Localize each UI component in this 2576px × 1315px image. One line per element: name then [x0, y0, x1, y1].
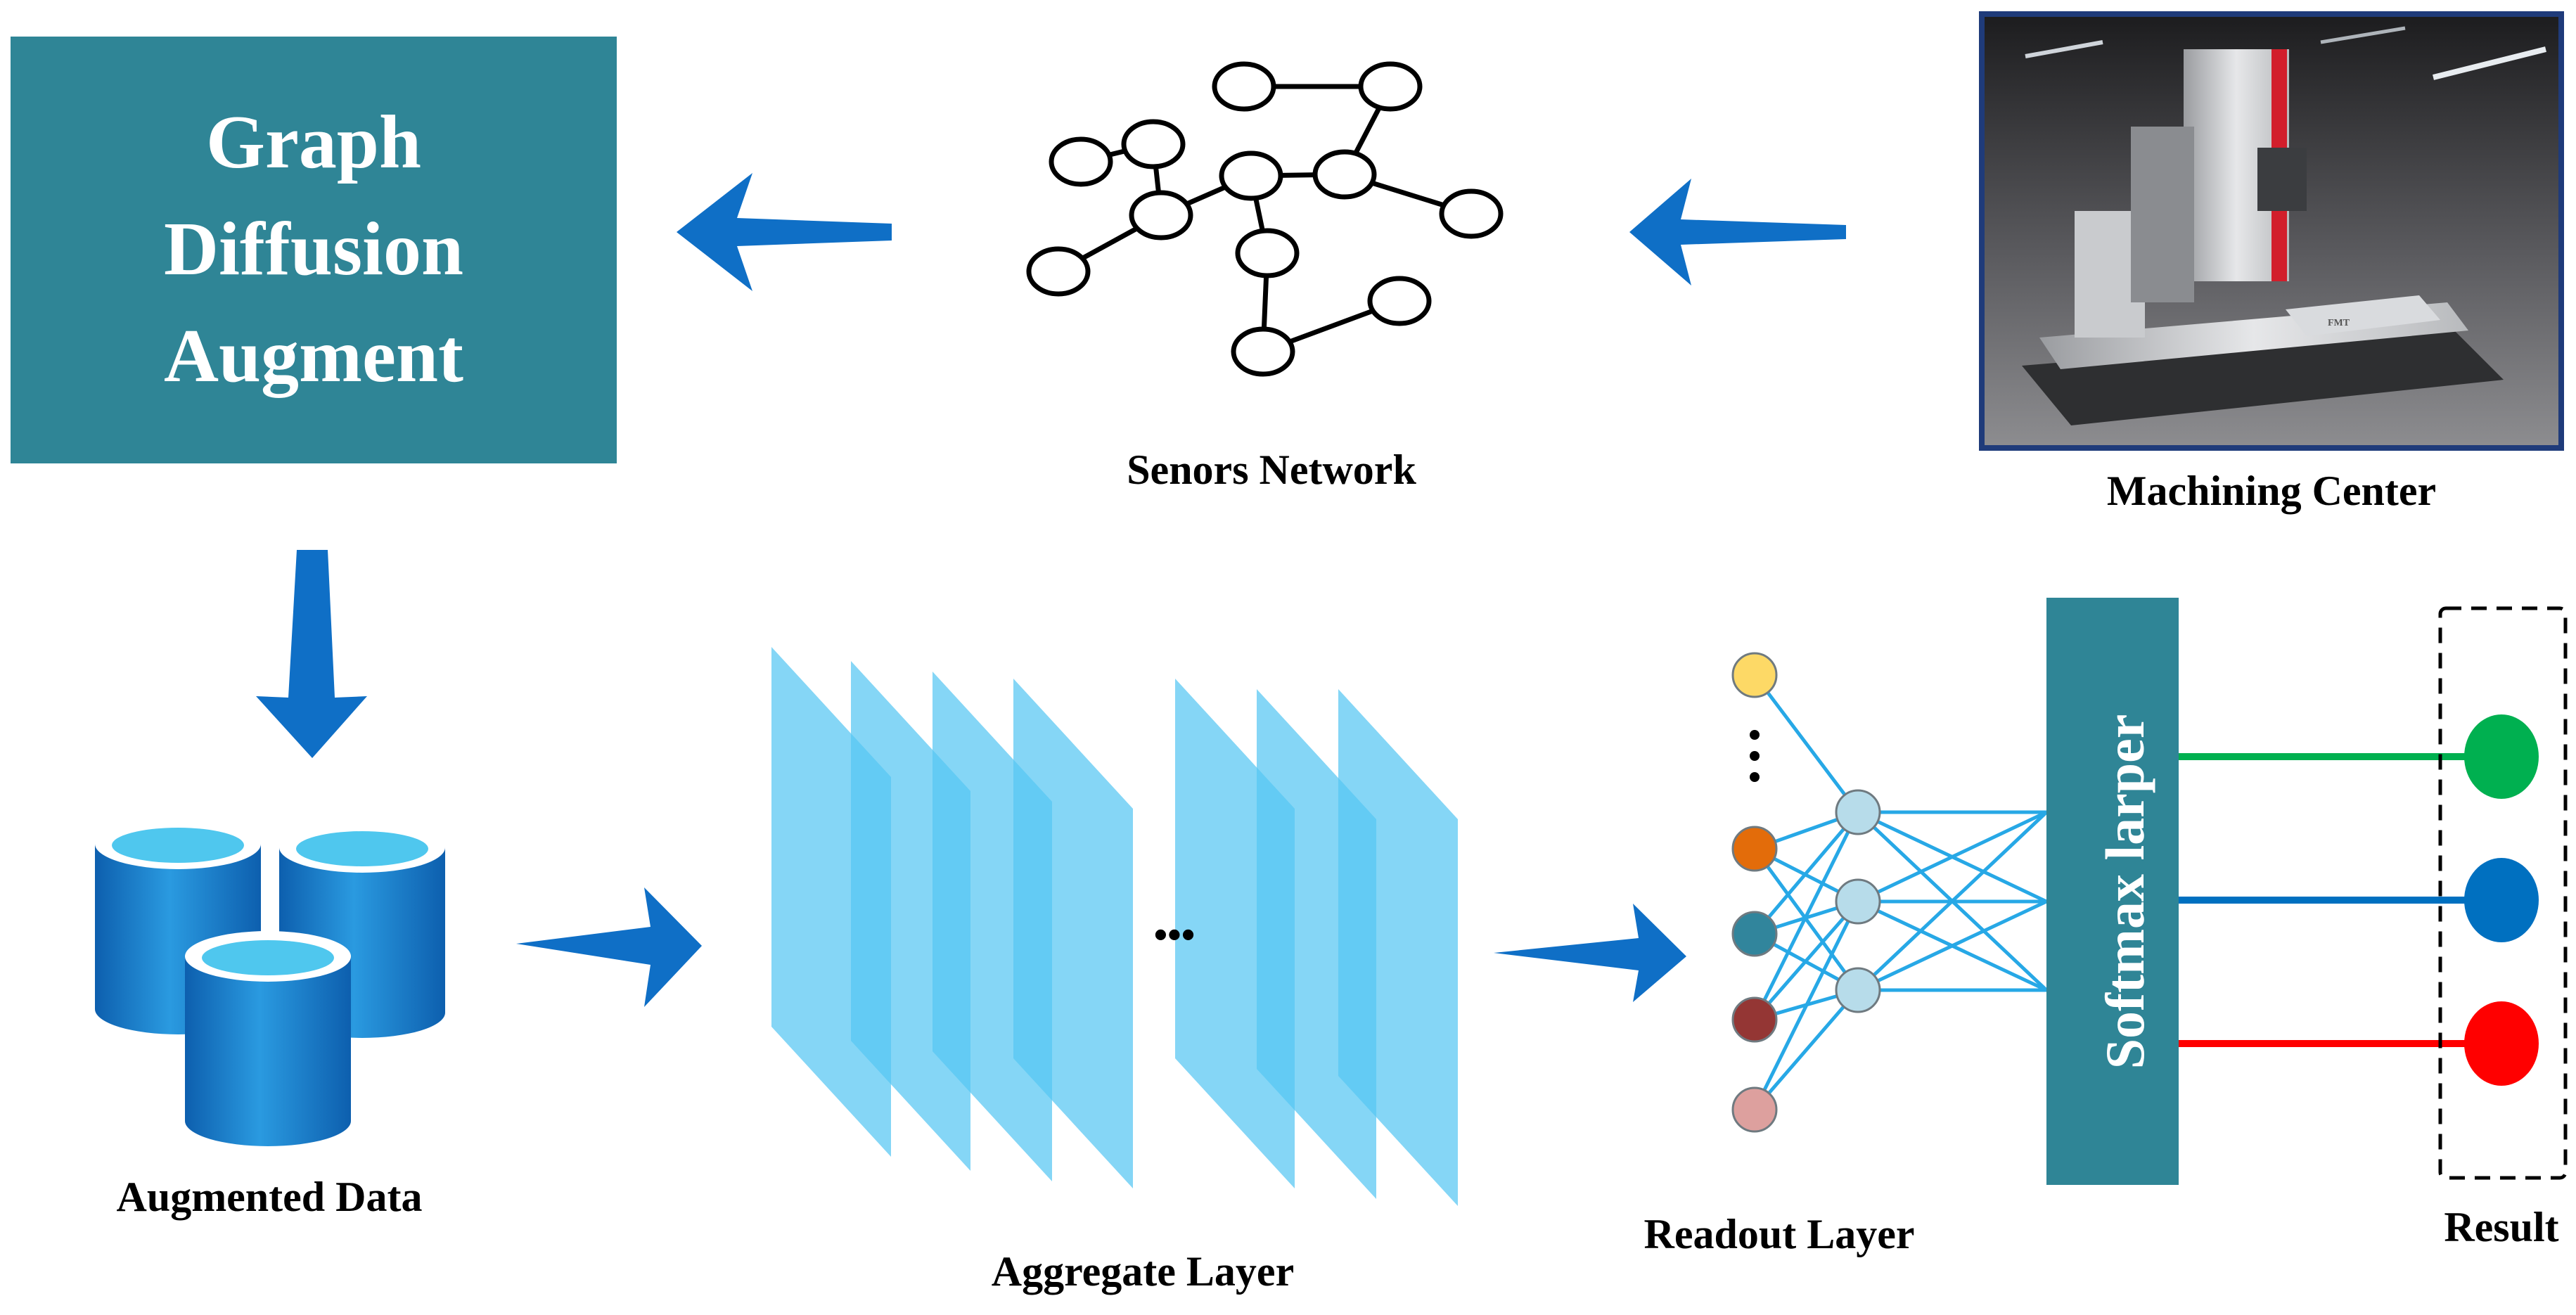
sensor-node [1121, 119, 1186, 169]
database-cylinder [185, 931, 351, 1146]
readout-layer-network [1731, 652, 2048, 1133]
softmax-layer-box: Softmax larper [2046, 598, 2179, 1185]
softmax-label: Softmax larper [2094, 714, 2155, 1070]
sensors-network-label: Senors Network [1127, 447, 1416, 493]
sensors-network-graph [1026, 61, 1504, 377]
sensor-node [1049, 136, 1113, 187]
arrow-machine-to-network [1629, 179, 1846, 286]
svg-text:FMT: FMT [2328, 318, 2350, 328]
sensor-node [1219, 150, 1283, 201]
readout-input-node [1731, 996, 1778, 1043]
sensor-node [1026, 246, 1091, 297]
augmented-data-label: Augmented Data [117, 1174, 423, 1220]
readout-hidden-node [1835, 967, 1881, 1013]
result-node-blue [2464, 858, 2539, 942]
sensor-node [1129, 190, 1193, 240]
readout-input-node [1731, 652, 1778, 698]
graph-box-line1: Graph [206, 101, 421, 184]
result-connections [2179, 753, 2500, 1047]
sensor-node [1312, 149, 1377, 200]
graph-diffusion-augment-box: Graph Diffusion Augment [11, 37, 617, 463]
sensor-node [1367, 276, 1432, 326]
readout-layer-label: Readout Layer [1644, 1211, 1915, 1257]
sensor-node [1212, 61, 1276, 112]
readout-hidden-node [1835, 878, 1881, 925]
vertical-ellipsis [1750, 730, 1760, 782]
result-node-green [2464, 714, 2539, 799]
aggregate-layer-label: Aggregate Layer [992, 1248, 1294, 1295]
machining-center-photo: FMT [1979, 11, 2564, 451]
arrow-network-to-graphbox [677, 173, 892, 291]
sensor-node [1235, 228, 1300, 278]
sensor-node [1231, 326, 1295, 377]
sensor-node [1439, 188, 1504, 239]
arrow-aggregate-to-readout [1494, 904, 1686, 1002]
sensor-node [1358, 61, 1423, 112]
feature-panel [1013, 679, 1133, 1188]
readout-input-node [1731, 911, 1778, 957]
result-label: Result [2444, 1204, 2558, 1250]
graph-box-line2: Diffusion [164, 207, 463, 291]
readout-input-node [1731, 826, 1778, 872]
machining-center-label: Machining Center [2107, 468, 2436, 514]
database-cylinders-icon [95, 819, 445, 1146]
graph-box-line3: Augment [164, 314, 463, 398]
aggregate-ellipsis: ••• [1154, 913, 1196, 957]
result-box [2438, 606, 2568, 1180]
readout-input-node [1731, 1086, 1778, 1133]
result-node-red [2464, 1001, 2539, 1086]
arrow-graphbox-to-data [256, 550, 367, 758]
arrow-data-to-aggregate [516, 887, 702, 1007]
aggregate-layer-panels [771, 647, 1458, 1206]
feature-panel [1338, 689, 1458, 1206]
readout-hidden-node [1835, 789, 1881, 835]
